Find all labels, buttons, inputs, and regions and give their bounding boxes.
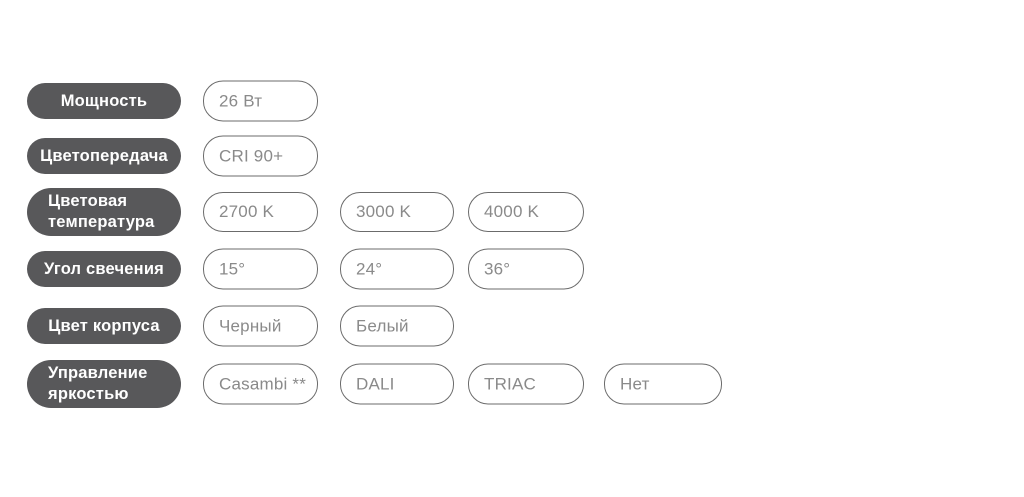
option-2700k[interactable]: 2700 K [203,192,318,232]
spec-row-dimming: Управление яркостью Casambi ** DALI TRIA… [0,360,1024,408]
option-cri-90[interactable]: CRI 90+ [203,135,318,177]
option-dali[interactable]: DALI [340,363,454,405]
option-casambi[interactable]: Casambi ** [203,363,318,405]
spec-row-beam-angle: Угол свечения 15° 24° 36° [0,248,1024,290]
option-36deg[interactable]: 36° [468,248,584,290]
option-black[interactable]: Черный [203,305,318,347]
spec-label-color-temperature: Цветовая температура [27,188,181,236]
spec-row-color-temperature: Цветовая температура 2700 K 3000 K 4000 … [0,188,1024,236]
spec-label-housing-color: Цвет корпуса [27,308,181,344]
spec-label-beam-angle: Угол свечения [27,251,181,287]
spec-row-power: Мощность 26 Вт [0,80,1024,122]
spec-row-housing-color: Цвет корпуса Черный Белый [0,305,1024,347]
option-15deg[interactable]: 15° [203,248,318,290]
spec-label-dimming: Управление яркостью [27,360,181,408]
option-26w[interactable]: 26 Вт [203,80,318,122]
option-white[interactable]: Белый [340,305,454,347]
spec-label-color-rendering: Цветопередача [27,138,181,174]
option-24deg[interactable]: 24° [340,248,454,290]
spec-label-power: Мощность [27,83,181,119]
option-none[interactable]: Нет [604,363,722,405]
option-triac[interactable]: TRIAC [468,363,584,405]
spec-row-color-rendering: Цветопередача CRI 90+ [0,135,1024,177]
option-4000k[interactable]: 4000 K [468,192,584,232]
option-3000k[interactable]: 3000 K [340,192,454,232]
